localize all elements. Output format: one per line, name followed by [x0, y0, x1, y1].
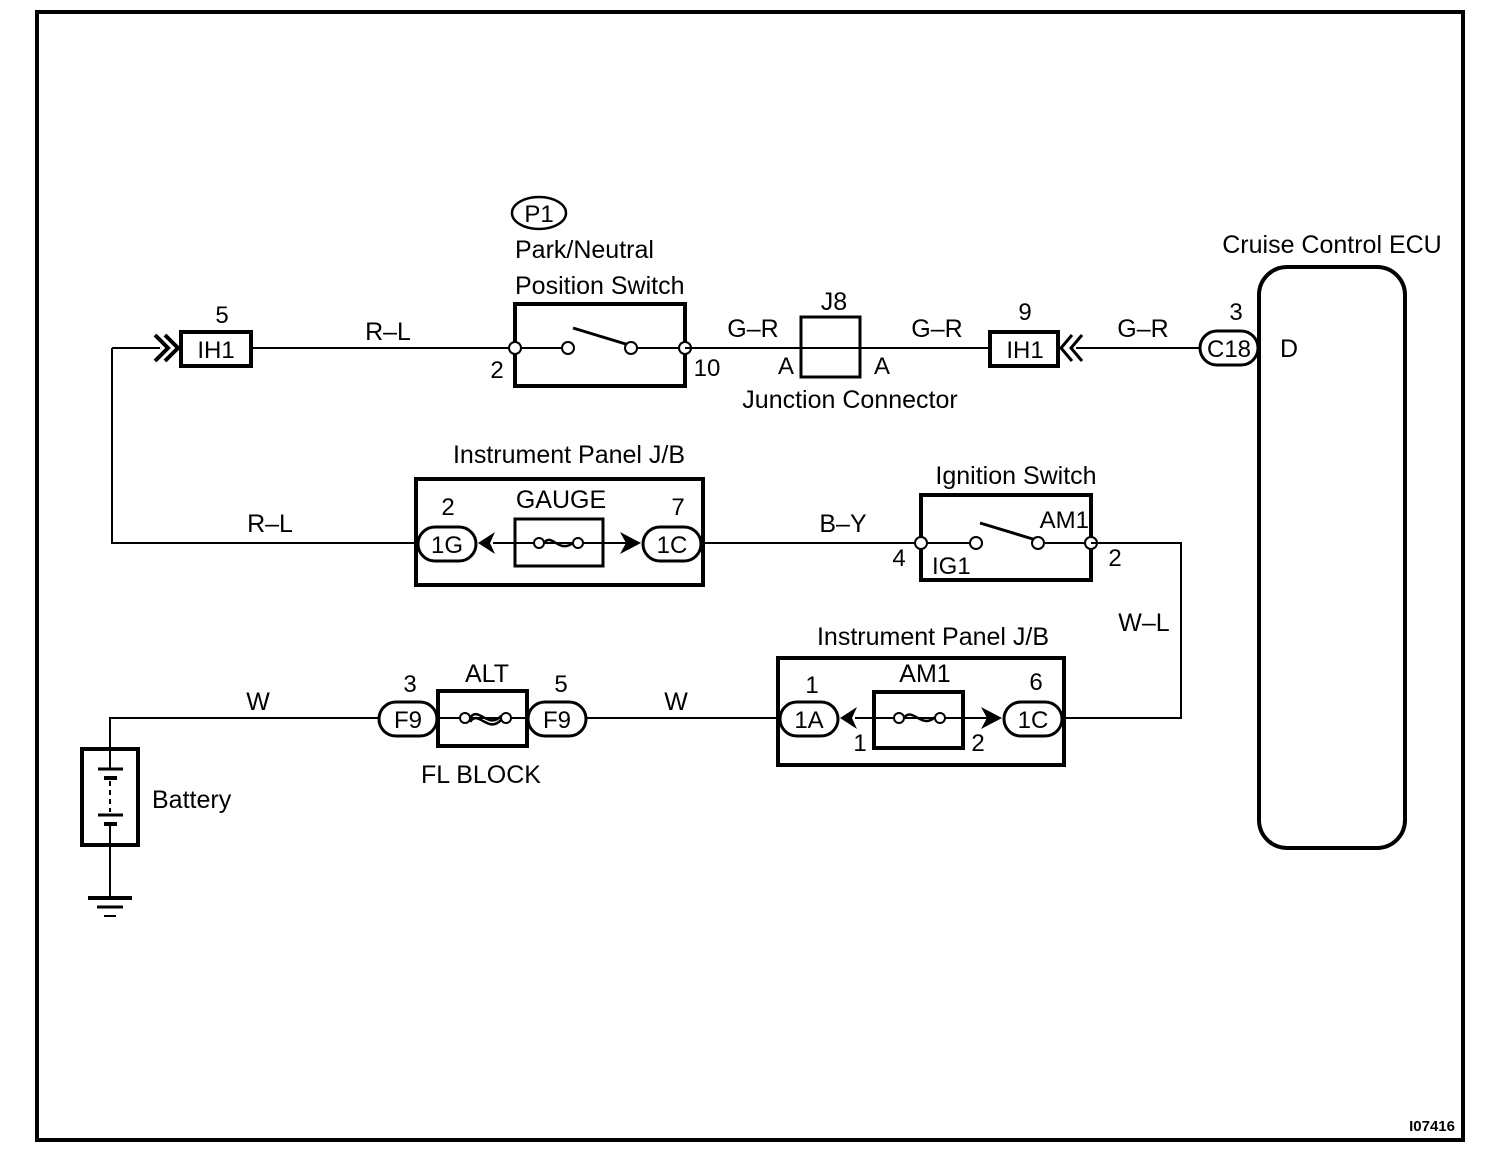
fl-right-connector-label: F9: [543, 707, 571, 734]
wire-label-ih1-ecu: G–R: [1117, 315, 1168, 343]
ih1-left-pin: 5: [215, 302, 228, 329]
fuse-icon: [893, 712, 946, 724]
pns-pin-right: 10: [694, 355, 721, 382]
pns-code-badge: [510, 195, 568, 231]
ecu-title: Cruise Control ECU: [1222, 231, 1442, 259]
ignition-switch-blade: [979, 521, 1037, 542]
ignition-contact-left: IG1: [932, 553, 971, 580]
wire-left-vertical: [111, 348, 418, 544]
ih1-right-pin: 9: [1018, 299, 1031, 326]
ih1-right-label: IH1: [1006, 337, 1043, 364]
ih1-left-label: IH1: [197, 337, 234, 364]
wire-label-fl-jb: W: [664, 688, 688, 716]
fuse-icon: [533, 537, 584, 549]
pns-title-line2: Position Switch: [515, 272, 685, 300]
jb-am1-left-connector-label: 1A: [794, 707, 823, 734]
fl-right-pin: 5: [554, 671, 567, 698]
jb-gauge-fuse-label: GAUGE: [516, 486, 606, 514]
jb-am1-inner-right-pin: 2: [971, 730, 984, 757]
j8-pin-right: A: [874, 353, 890, 380]
jb-gauge-left-pin: 2: [441, 494, 454, 521]
fl-fuse-label: ALT: [465, 660, 509, 688]
jb-am1-inner-left-pin: 1: [853, 730, 866, 757]
ih1-left-connector: IH1 5: [153, 302, 253, 368]
wire-label-ih1-pns: R–L: [365, 318, 411, 346]
j8-pin-left: A: [778, 353, 794, 380]
ecu-pin: 3: [1229, 299, 1242, 326]
ignition-pin-right: 2: [1108, 545, 1121, 572]
fl-block-title: FL BLOCK: [421, 761, 541, 789]
connector-arrow-right-icon: [620, 532, 641, 554]
cruise-control-ecu: Cruise Control ECU C18 3 D: [1198, 231, 1442, 850]
wire-ignition-to-jb-am1: [1063, 542, 1182, 719]
jb-am1-right-pin: 6: [1029, 669, 1042, 696]
diagram-frame: [35, 10, 1465, 1142]
wire-label-jb-ign: B–Y: [819, 510, 867, 538]
j8-title: Junction Connector: [742, 386, 957, 414]
ignition-switch-title: Ignition Switch: [935, 462, 1096, 490]
battery-label: Battery: [152, 786, 232, 814]
jb-gauge-right-pin: 7: [671, 494, 684, 521]
connector-arrow-left-icon: [840, 707, 857, 729]
connector-arrow-right-icon: [981, 707, 1002, 729]
connector-chevron-icon: [1059, 334, 1084, 362]
figure-id: I07416: [1409, 1118, 1455, 1135]
ih1-right-connector: IH1 9: [988, 299, 1084, 368]
park-neutral-position-switch: P1 Park/Neutral Position Switch 2 10: [490, 195, 721, 388]
wire-label-ign-jb: W–L: [1118, 609, 1170, 637]
wire-label-pns-j8: G–R: [727, 315, 778, 343]
jb-gauge-left-connector: [416, 525, 478, 563]
pns-pin-left: 2: [490, 357, 503, 384]
jb-gauge-right-connector-label: 1C: [657, 532, 688, 559]
ground-icon: [88, 896, 132, 917]
pns-title-line1: Park/Neutral: [515, 236, 654, 264]
jb-gauge-left-connector-label: 1G: [431, 532, 463, 559]
instrument-panel-jb-am1: Instrument Panel J/B 1A 1 1 AM1 2 1C 6: [776, 623, 1066, 767]
connector-arrow-left-icon: [478, 532, 495, 554]
fusible-link-icon: [459, 712, 512, 726]
instrument-panel-jb-gauge: Instrument Panel J/B 1G 2 GAUGE 1C 7: [414, 441, 705, 587]
connector-chevron-icon: [153, 333, 181, 363]
jb-am1-left-connector: [778, 700, 840, 738]
fl-left-connector-label: F9: [394, 707, 422, 734]
pns-switch-blade: [572, 326, 630, 347]
jb-am1-title: Instrument Panel J/B: [817, 623, 1049, 651]
jb-am1-fuse-label: AM1: [899, 660, 950, 688]
ignition-contact-right: AM1: [1040, 507, 1089, 534]
ignition-pin-left: 4: [892, 545, 905, 572]
jb-am1-left-pin: 1: [805, 672, 818, 699]
fl-block: F9 3 ALT F9 5 FL BLOCK: [377, 660, 588, 789]
pns-code: P1: [524, 201, 553, 228]
jb-am1-right-connector-label: 1C: [1018, 707, 1049, 734]
jb-am1-right-connector: [1002, 700, 1064, 738]
fl-left-pin: 3: [403, 671, 416, 698]
ecu-connector: [1198, 329, 1260, 367]
battery: Battery: [80, 717, 380, 917]
j8-code: J8: [821, 288, 847, 316]
wire-label-batt-fl: W: [246, 688, 270, 716]
ecu-connector-label: C18: [1207, 336, 1251, 363]
ignition-switch: Ignition Switch IG1 AM1 4 2: [892, 462, 1122, 582]
junction-connector-j8: J8 A A Junction Connector: [742, 288, 957, 414]
wire-label-j8-ih1: G–R: [911, 315, 962, 343]
ecu-terminal: D: [1280, 335, 1298, 363]
wire-label-left-jb: R–L: [247, 510, 293, 538]
jb-gauge-title: Instrument Panel J/B: [453, 441, 685, 469]
